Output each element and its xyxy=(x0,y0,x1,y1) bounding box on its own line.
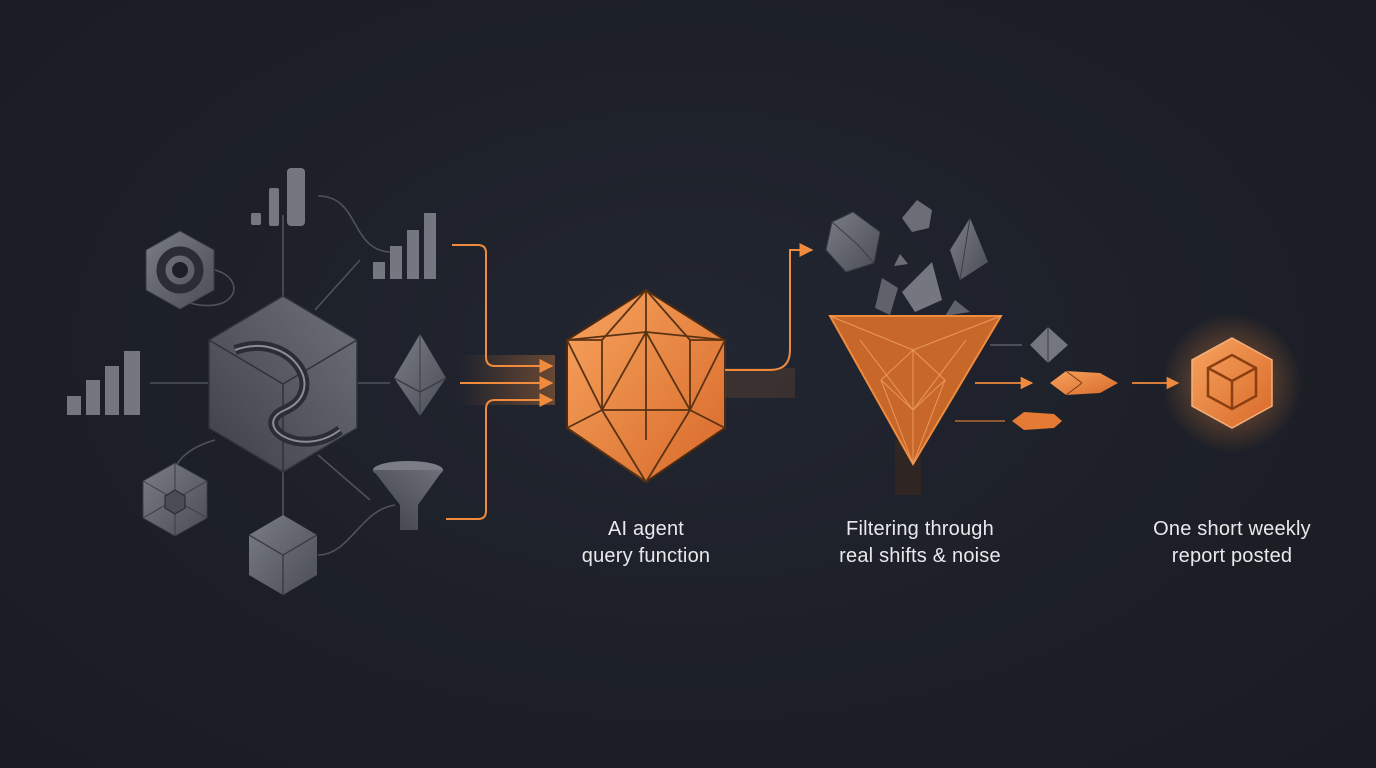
donut-hexagon-icon xyxy=(145,230,215,310)
funnel-icon xyxy=(373,461,443,530)
inverted-pyramid-icon xyxy=(828,315,1003,466)
filter-outputs xyxy=(955,327,1118,430)
source-connectors xyxy=(150,195,396,556)
step-label-line: One short weekly xyxy=(1153,518,1311,540)
cube-icon xyxy=(248,515,318,595)
bar-chart-icon xyxy=(373,213,436,279)
step-label-filter: Filtering through real shifts & noise xyxy=(800,516,1040,570)
step-label-line: Filtering through xyxy=(846,518,994,540)
step-label-report: One short weekly report posted xyxy=(1122,516,1342,570)
icosahedron-icon xyxy=(566,288,726,484)
noise-shards xyxy=(825,200,988,316)
step-label-line: report posted xyxy=(1171,545,1293,567)
output-arrow xyxy=(725,243,814,371)
diamond-icon xyxy=(393,334,447,416)
input-beam xyxy=(460,355,555,405)
hub-hexagon-icon xyxy=(208,295,358,473)
step-label-agent: AI agent query function xyxy=(546,516,746,570)
input-arrows xyxy=(446,244,554,520)
step-label-line: AI agent xyxy=(607,518,685,540)
output-beam xyxy=(725,368,795,398)
bar-chart-icon xyxy=(67,351,140,415)
bar-chart-icon xyxy=(251,168,305,226)
step-label-line: real shifts & noise xyxy=(839,545,1001,567)
report-cube-icon xyxy=(1191,337,1273,429)
hub-hexagon-icon xyxy=(142,462,208,537)
step-label-line: query function xyxy=(581,545,711,567)
